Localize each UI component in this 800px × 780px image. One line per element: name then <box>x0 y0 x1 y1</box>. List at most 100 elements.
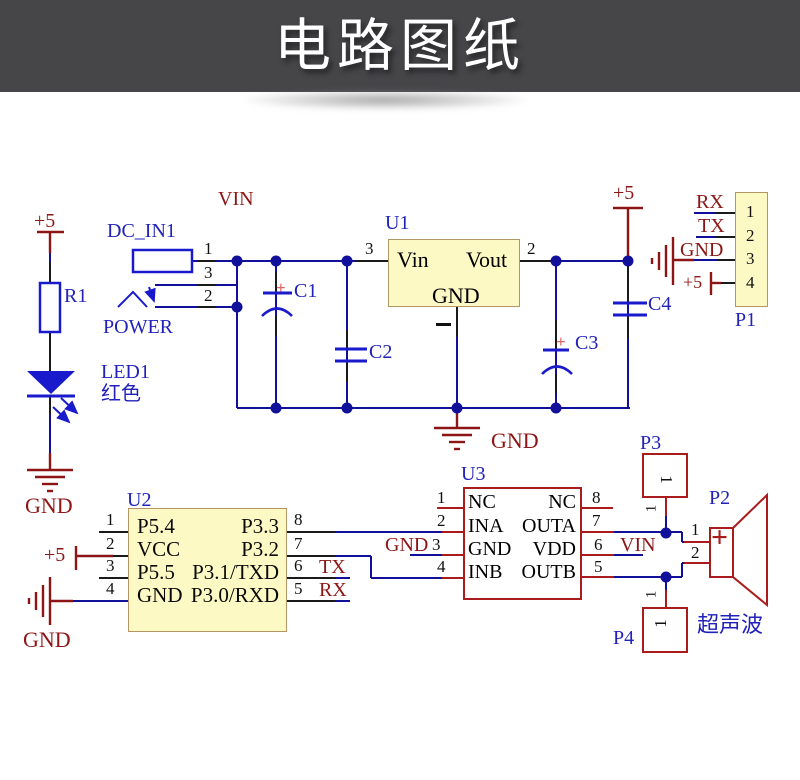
net-label-plus5: +5 <box>683 272 703 292</box>
u2-refdes: U2 <box>127 489 152 511</box>
p3-pad-body <box>642 453 688 498</box>
p1-pin-number: 2 <box>746 226 755 245</box>
p3-refdes: P3 <box>640 432 662 454</box>
c4-refdes: C4 <box>648 293 672 315</box>
power-switch-icon <box>117 290 148 308</box>
c1-refdes: C1 <box>294 280 318 302</box>
p1-refdes: P1 <box>735 309 757 331</box>
u3-pin-name: NC <box>548 491 576 513</box>
led1-refdes: LED1 <box>101 361 150 383</box>
p2-polarity-plus: + <box>711 521 729 554</box>
u1-pin-name-vout: Vout <box>466 247 508 272</box>
p1-pin-number: 1 <box>746 202 755 221</box>
net-label-plus5: +5 <box>34 210 56 232</box>
resistor-r1-symbol <box>38 281 62 334</box>
net-label-vin: VIN <box>218 188 254 210</box>
c3-refdes: C3 <box>575 332 599 354</box>
u1-refdes: U1 <box>385 212 410 234</box>
u3-pin-name: INA <box>468 515 504 537</box>
u2-pin-number: 1 <box>106 510 115 529</box>
p4-refdes: P4 <box>613 627 635 649</box>
c1-polarity-plus: + <box>276 278 286 297</box>
net-label-rx: RX <box>696 191 724 213</box>
p4-inner-pin-number: 1 <box>650 619 670 628</box>
power-switch-label: POWER <box>103 316 173 338</box>
net-label-plus5: +5 <box>613 182 635 204</box>
p2-pin-number: 1 <box>691 520 700 539</box>
p3-inner-pin-number: 1 <box>656 475 676 484</box>
net-label-tx: TX <box>319 556 346 578</box>
ultrasonic-label: 超声波 <box>697 612 764 637</box>
blue-component-layer <box>27 248 647 424</box>
dcjack-refdes: DC_IN1 <box>107 220 176 242</box>
u2-pin-number: 4 <box>106 579 115 598</box>
p1-header-body <box>735 192 768 307</box>
dc-jack-symbol <box>131 248 194 274</box>
p3-pin-number: 1 <box>643 504 660 513</box>
c3-polarity-plus: + <box>556 332 566 351</box>
dcjack-pin-number: 3 <box>204 263 213 282</box>
gnd-label-u2: GND <box>23 627 71 652</box>
net-label-plus5: +5 <box>44 544 66 566</box>
u3-pin-name: NC <box>468 491 496 513</box>
pin-layer <box>49 212 735 602</box>
u3-pin-number: 5 <box>594 557 603 576</box>
dcjack-pin-number: 2 <box>204 286 213 305</box>
p4-pad-body <box>642 607 688 653</box>
u3-pin-name: OUTB <box>521 561 576 583</box>
led-arrow-icon <box>52 406 71 424</box>
u2-pin-name: GND <box>137 583 183 607</box>
u2-pin-number: 5 <box>294 579 303 598</box>
u2-pin-name: P5.4 <box>137 514 175 538</box>
u2-pin-name: P3.3 <box>241 514 279 538</box>
u1-pin-number: 3 <box>365 239 374 258</box>
power-switch-arrow-icon <box>144 286 156 303</box>
net-label-gnd: GND <box>385 534 429 556</box>
net-label-gnd: GND <box>680 239 724 261</box>
gnd-label-bus: GND <box>491 428 539 453</box>
u1-pin-number: 2 <box>527 239 536 258</box>
u3-pin-number: 6 <box>594 535 603 554</box>
u3-pin-number: 2 <box>437 511 446 530</box>
u1-pin-name-gnd: GND <box>432 283 480 308</box>
p1-pin-number: 3 <box>746 249 755 268</box>
u2-mcu-body <box>128 508 287 632</box>
u2-pin-name: P5.5 <box>137 560 175 584</box>
u2-pin-number: 7 <box>294 534 303 553</box>
u3-pin-number: 3 <box>432 535 441 554</box>
p2-pin-number: 2 <box>691 543 700 562</box>
r1-refdes: R1 <box>64 285 88 307</box>
c2-refdes: C2 <box>369 341 393 363</box>
page-title: 电路图纸 <box>274 14 526 78</box>
u3-pin-name: INB <box>468 561 503 583</box>
u3-pin-name: GND <box>468 538 512 560</box>
u3-pin-number: 8 <box>592 488 601 507</box>
p1-pin-number: 4 <box>746 273 755 292</box>
u2-pin-name: P3.2 <box>241 537 279 561</box>
u2-pin-number: 3 <box>106 556 115 575</box>
net-label-vin: VIN <box>620 534 656 556</box>
u2-pin-number: 6 <box>294 556 303 575</box>
p4-pin-number: 1 <box>643 590 660 599</box>
u3-driver-body <box>463 487 582 600</box>
u3-refdes: U3 <box>461 463 486 485</box>
gnd-label-led: GND <box>25 493 73 518</box>
u3-pin-name: VDD <box>532 538 576 560</box>
led-arrow-icon <box>60 397 79 415</box>
dcjack-pin-number: 1 <box>204 239 213 258</box>
u3-pin-number: 7 <box>592 511 601 530</box>
cap-c1-curved-plate <box>261 307 293 317</box>
p2-refdes: P2 <box>709 487 731 509</box>
led-triangle-icon <box>27 371 75 394</box>
speaker-cone <box>732 492 768 608</box>
title-banner: 电路图纸 <box>0 0 800 92</box>
u3-pin-number: 1 <box>437 488 446 507</box>
u3-pin-name: OUTA <box>522 515 576 537</box>
cap-c3-curved-plate <box>541 365 573 375</box>
junction-layer <box>231 255 672 583</box>
net-label-rx: RX <box>319 579 347 601</box>
u1-regulator-body <box>388 239 520 307</box>
u2-pin-name: P3.1/TXD <box>192 560 279 584</box>
u1-pin-name-vin: Vin <box>397 247 429 272</box>
